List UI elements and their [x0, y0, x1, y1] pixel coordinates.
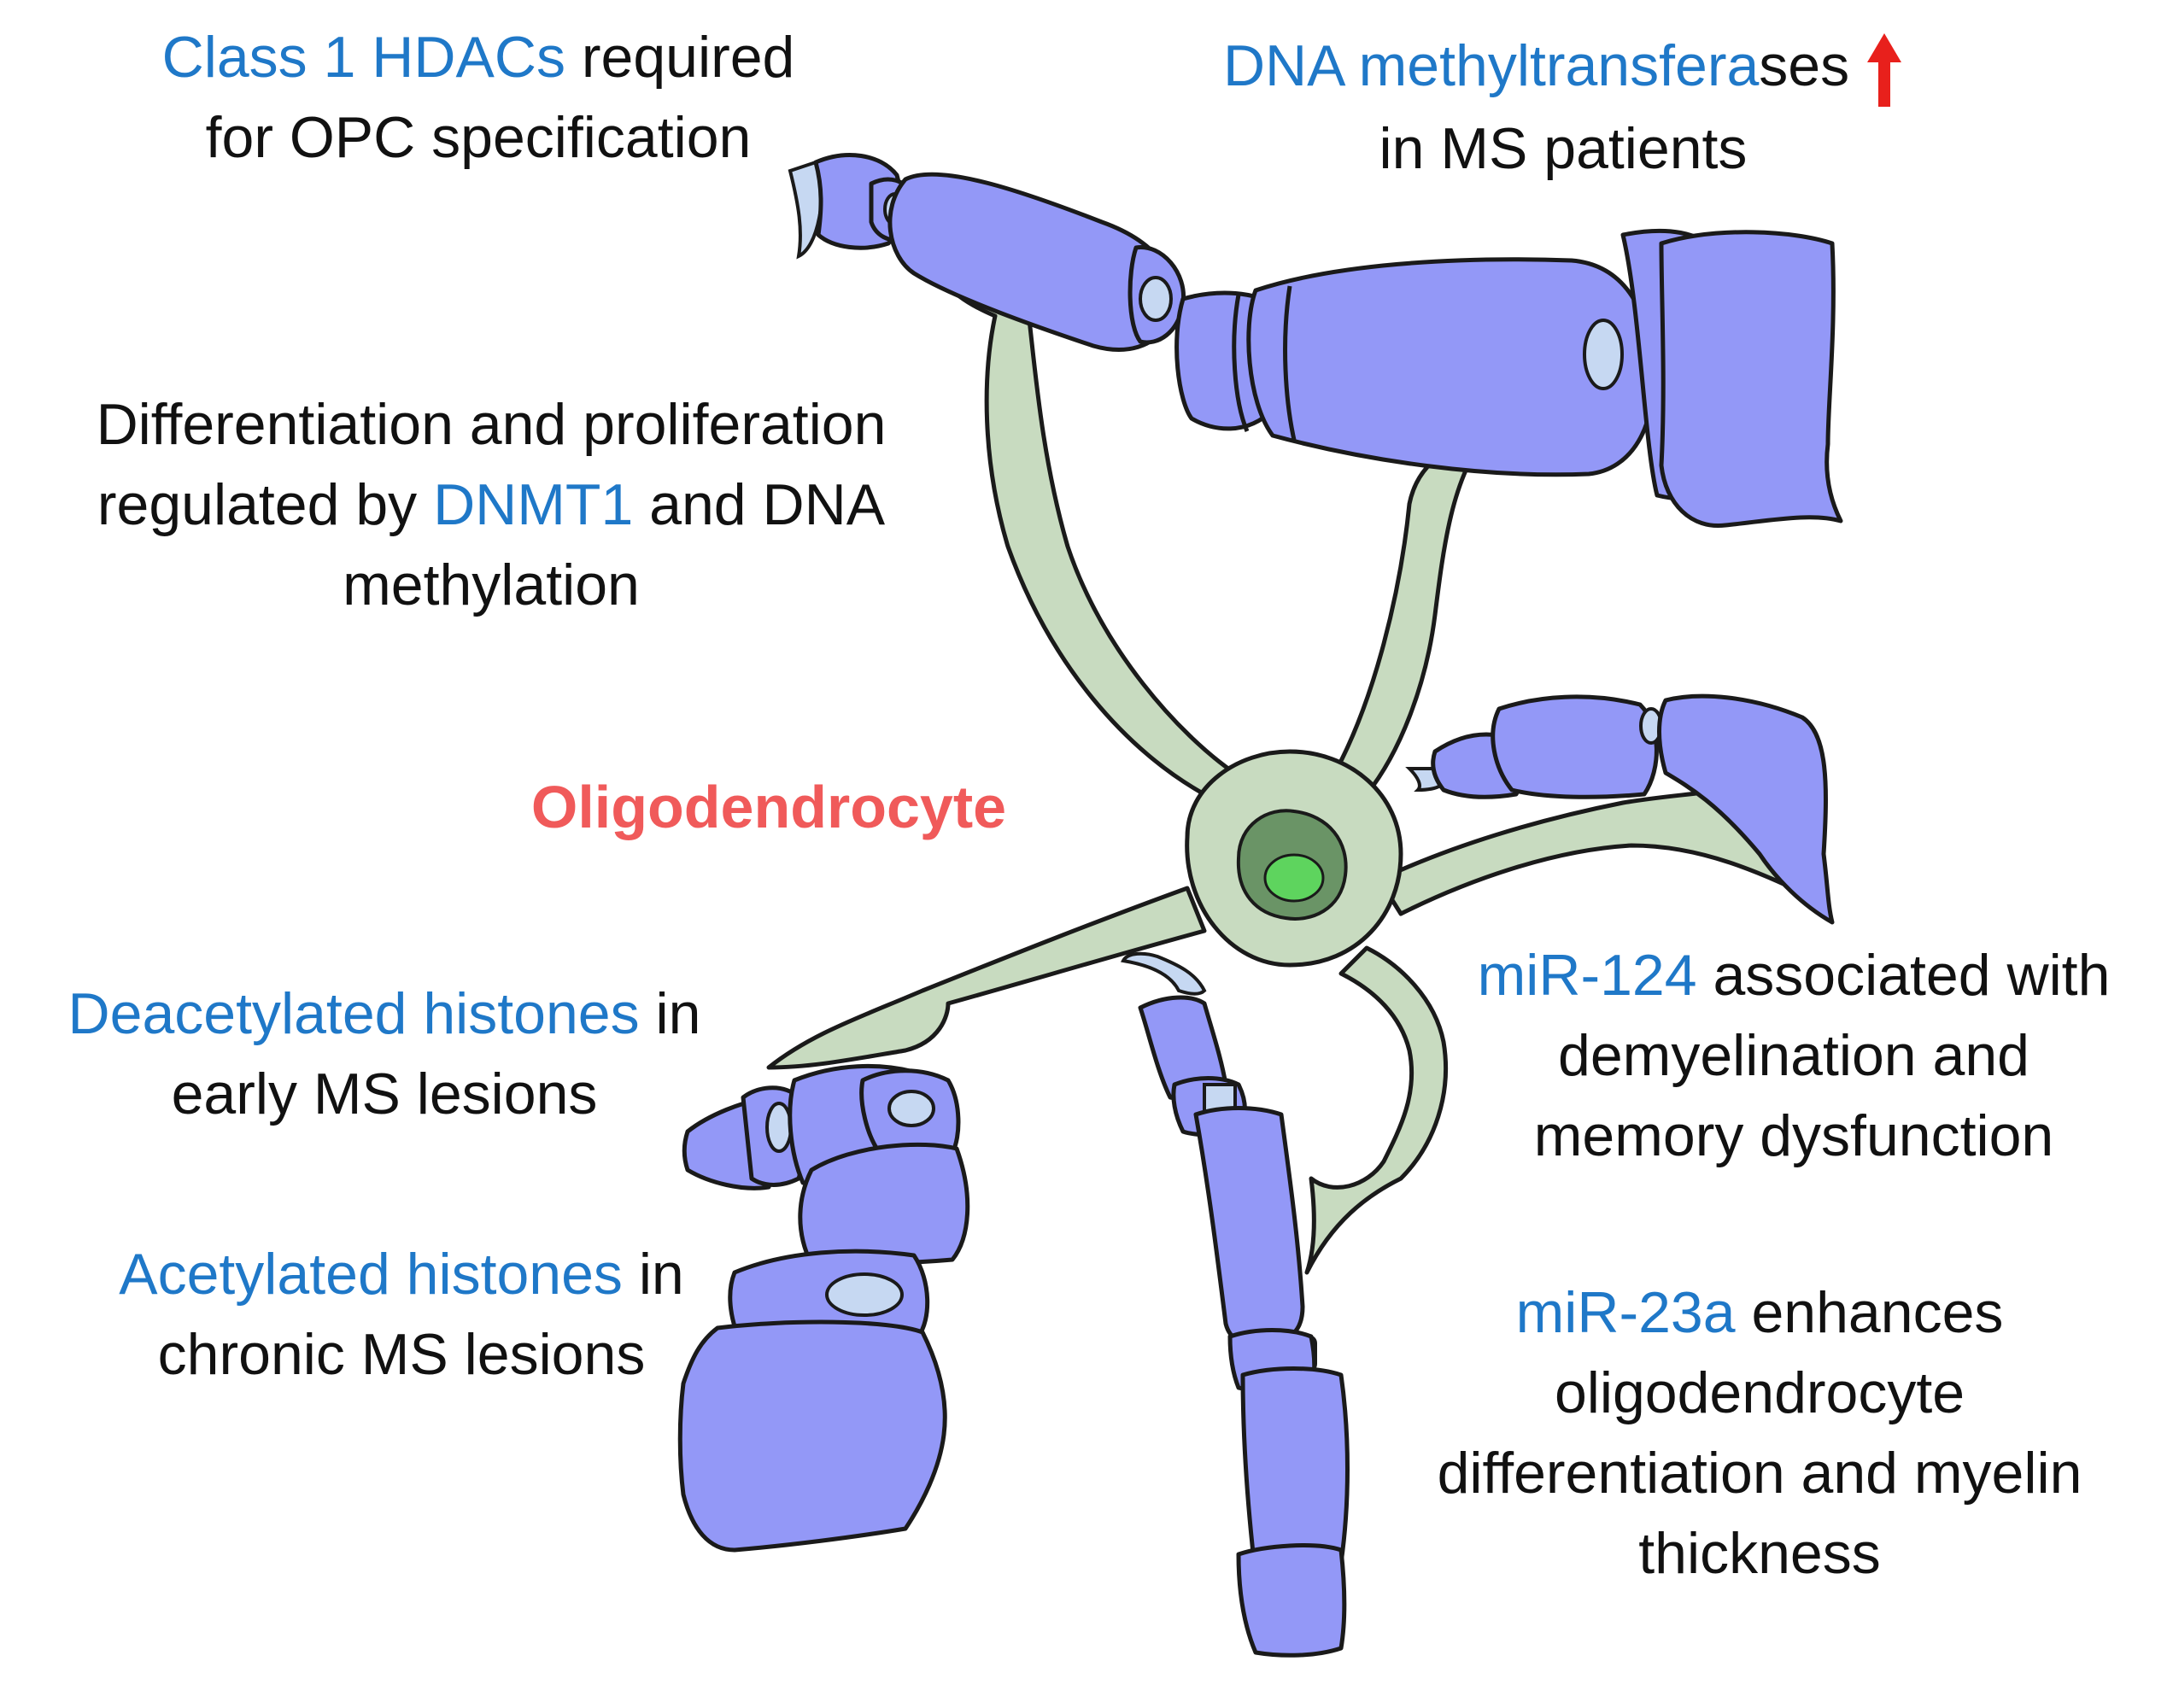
label-acetylated-histones: Acetylated histones in chronic MS lesion…: [119, 1242, 684, 1387]
myelin-top-right: [1174, 228, 1843, 529]
label-deacetylated-histones: Deacetylated histones in early MS lesion…: [67, 981, 701, 1126]
process-lower-left: [766, 886, 1207, 1070]
hl-mir-23a: miR-23a: [1515, 1280, 1736, 1345]
label-mir-23a: miR-23a enhances oligodendrocyte differe…: [1437, 1280, 2082, 1586]
myelin-right: [1405, 693, 1835, 925]
hl-deacetylated-histones: Deacetylated histones: [67, 981, 640, 1046]
myelin-lower: [1120, 951, 1350, 1658]
hl-dna-methyltransferases: DNA methyltransfera: [1222, 33, 1760, 98]
hl-dnmt1: DNMT1: [433, 472, 634, 537]
label-mir-124: miR-124 associated with demyelination an…: [1477, 943, 2111, 1168]
process-lower: [1304, 945, 1448, 1275]
label-differentiation: Differentiation and proliferation regula…: [96, 392, 887, 617]
myelin-lower-left: [677, 1063, 970, 1553]
hl-acetylated-histones: Acetylated histones: [119, 1242, 623, 1307]
label-dna-methyltransferases: DNA methyltransferases in MS patients: [1179, 26, 1948, 189]
nucleolus: [1263, 853, 1325, 903]
hl-mir-124: miR-124: [1477, 943, 1697, 1008]
cell-processes: [766, 271, 1830, 1275]
hl-class1-hdacs: Class 1 HDACs: [161, 25, 565, 90]
label-oligodendrocyte-title: Oligodendrocyte: [478, 767, 1059, 848]
myelin-top-left: [788, 153, 1186, 352]
label-class1-hdacs: Class 1 HDACs required for OPC specifica…: [161, 25, 795, 170]
title-oligodendrocyte: Oligodendrocyte: [530, 774, 1007, 840]
arrow-up-icon: [1867, 33, 1902, 108]
cell-body: [1185, 749, 1403, 968]
